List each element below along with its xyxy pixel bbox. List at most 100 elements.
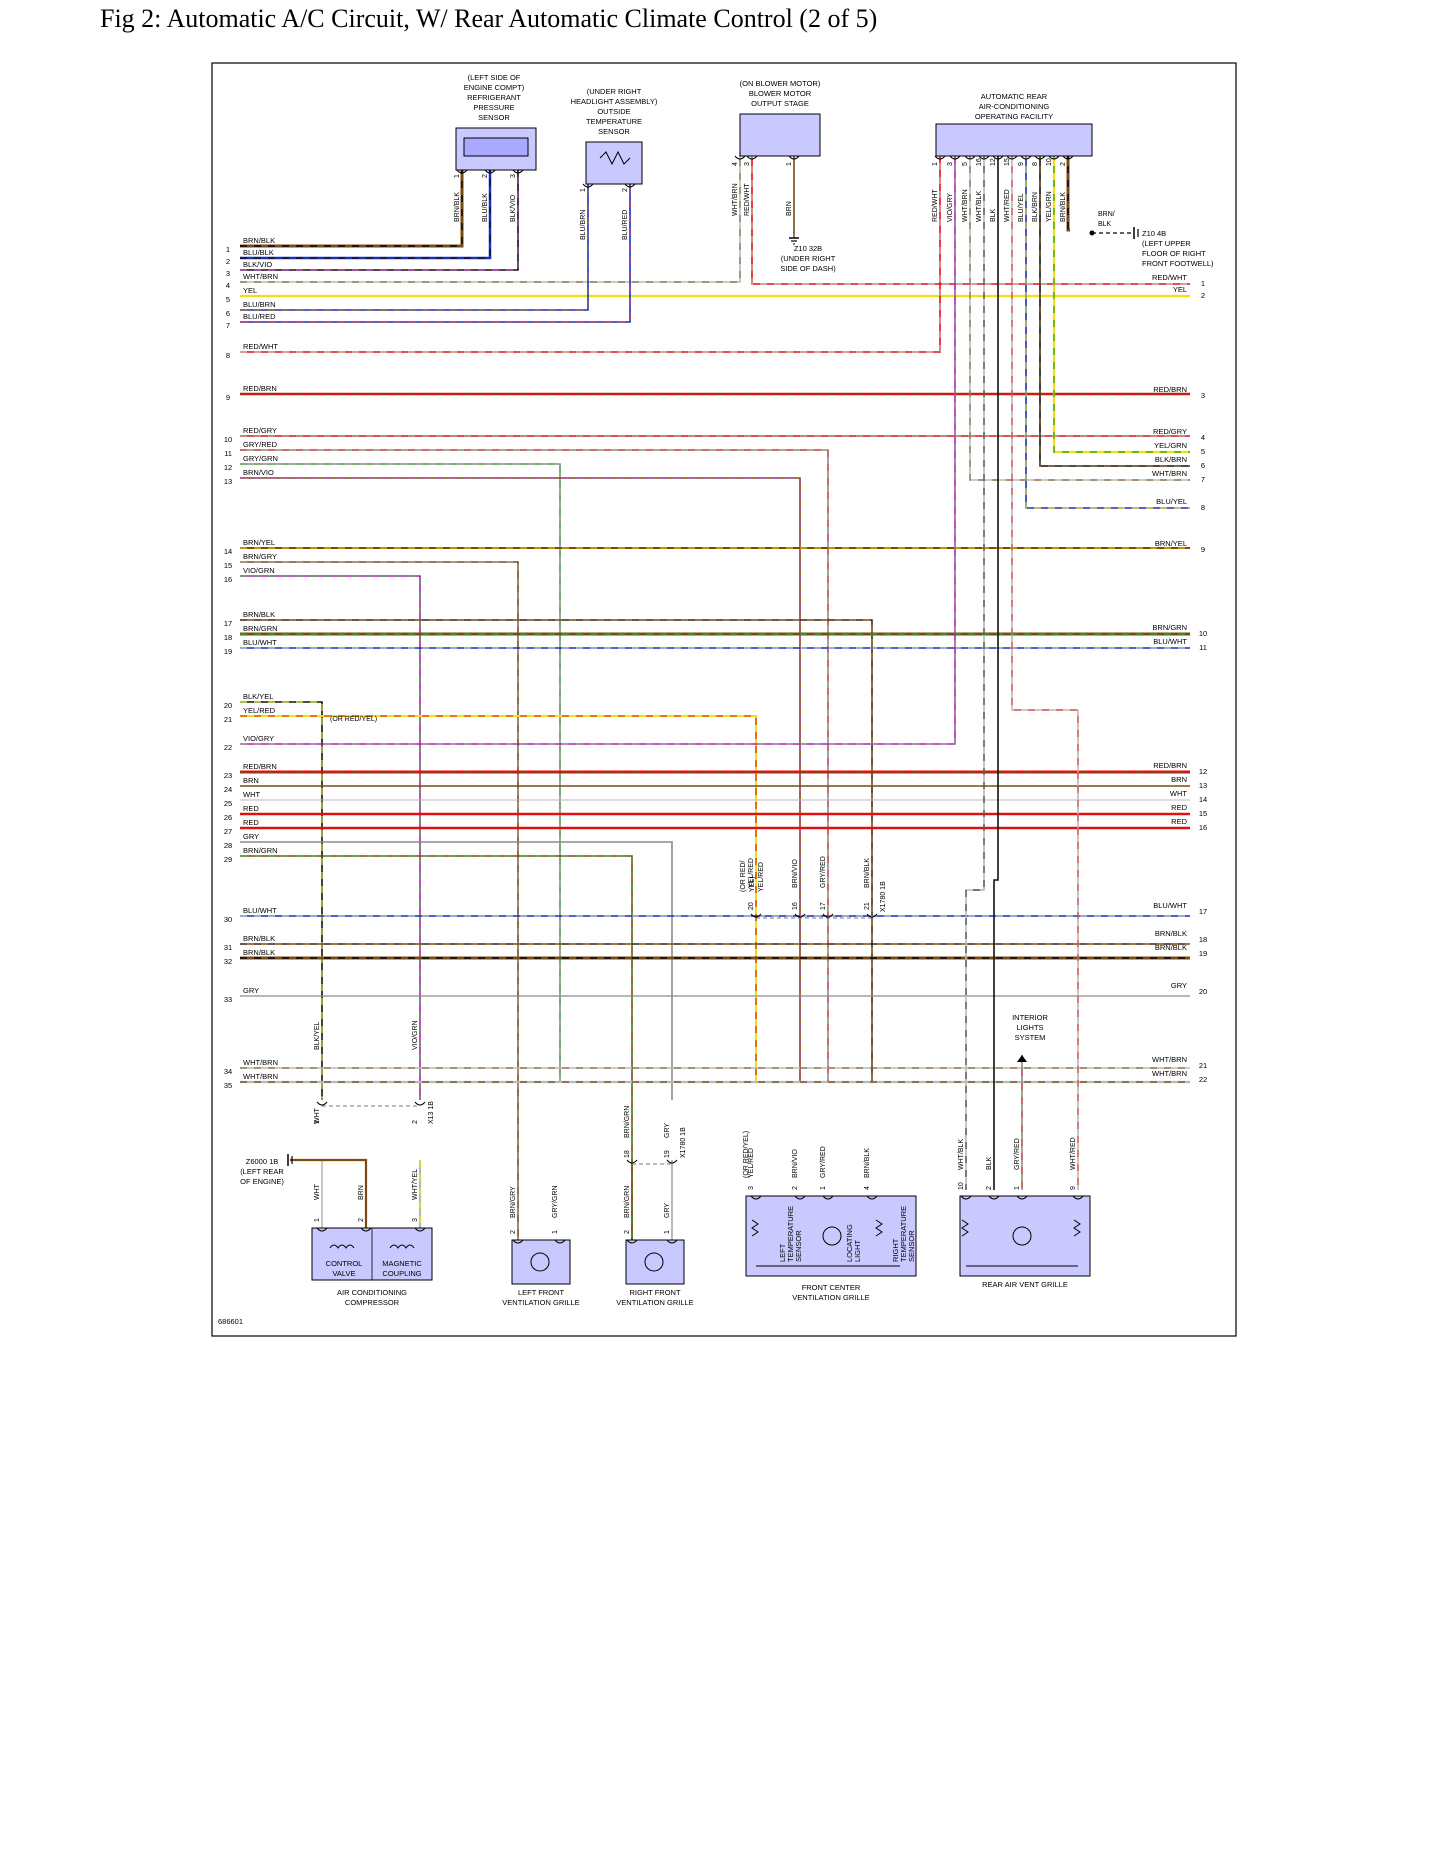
component-label: CONTROL	[326, 1259, 363, 1268]
pin-color: YEL/RED	[748, 1148, 755, 1178]
wire-color-label: YEL/GRN	[1154, 441, 1187, 450]
pin-color: BLU/BRN	[580, 210, 587, 240]
component-label: REFRIGERANT	[467, 93, 521, 102]
component-label: OF ENGINE)	[240, 1177, 284, 1186]
wire-number: 19	[1199, 949, 1207, 958]
wire	[240, 477, 801, 1082]
connector-pin	[960, 1195, 972, 1200]
wire	[993, 152, 999, 1190]
wire-number: 14	[1199, 795, 1207, 804]
connector-pin	[1006, 155, 1018, 160]
component-label: PRESSURE	[473, 103, 514, 112]
wire-number: 9	[226, 393, 230, 402]
pin-number: 2	[482, 174, 489, 178]
wire-color-label: GRY	[243, 832, 259, 841]
wire-tracer	[1025, 152, 1190, 509]
thermistor-icon	[751, 1219, 759, 1237]
pin-number: 10	[1046, 158, 1053, 166]
connector-pin	[512, 169, 524, 174]
connector-pin	[1072, 1195, 1084, 1200]
component-label: BLOWER MOTOR	[749, 89, 812, 98]
pin-color: GRY	[664, 1203, 671, 1218]
wire-number: 18	[224, 633, 232, 642]
pin-color: YEL/GRN	[1046, 191, 1053, 222]
connector-pin	[626, 1159, 638, 1164]
wire-number: 10	[224, 435, 232, 444]
front-center-grille-body	[745, 1195, 917, 1277]
wire-color-label: YEL)	[749, 876, 756, 892]
diagram-title: Fig 2: Automatic A/C Circuit, W/ Rear Au…	[100, 4, 878, 33]
wire-number: 4	[1201, 433, 1205, 442]
wire-color-label: BLU/BRN	[243, 300, 276, 309]
component-label: VALVE	[332, 1269, 355, 1278]
pin-color: GRY/RED	[1014, 1138, 1021, 1170]
component-label: FRONT FOOTWELL)	[1142, 259, 1214, 268]
wire-tracer	[1039, 152, 1190, 467]
wire-number: 21	[224, 715, 232, 724]
pin-color: BRN/GRN	[624, 1106, 631, 1138]
pin-number: 9	[1018, 162, 1025, 166]
connector-pin	[1034, 155, 1046, 160]
pin-color: BRN	[786, 201, 793, 216]
component-label: (ON BLOWER MOTOR)	[740, 79, 821, 88]
component-label: (UNDER RIGHT	[587, 87, 642, 96]
wire	[240, 158, 492, 260]
right-front-grille-body	[625, 1239, 685, 1285]
pin-color: WHT/RED	[1070, 1137, 1077, 1170]
pin-color: WHT/BRN	[732, 183, 739, 216]
pin-color: BRN/BLK	[454, 192, 461, 222]
wire-color-label: RED/GRY	[243, 426, 277, 435]
component-label: TEMPERATURE	[899, 1206, 908, 1262]
component-label: ENGINE COMPT)	[464, 83, 525, 92]
pin-number: 15	[1004, 158, 1011, 166]
wire-tracer	[240, 158, 519, 271]
connector-pin	[512, 1239, 524, 1244]
connector-pin	[746, 155, 758, 160]
pin-color: RED/WHT	[932, 189, 939, 222]
wire-number: 18	[1199, 935, 1207, 944]
wire-tracer	[1011, 152, 1079, 1190]
pin-color: RED/WHT	[744, 183, 751, 216]
wire-color-label: BRN/GRN	[243, 624, 278, 633]
wire-tracer	[240, 449, 829, 1082]
pressure-sensor-element	[463, 137, 529, 157]
connector-pin	[1048, 155, 1060, 160]
pin-color: WHT/BLK	[976, 191, 983, 222]
wire-tracer	[240, 180, 631, 323]
wire-color-label: YEL	[1173, 285, 1187, 294]
wire-number: 26	[224, 813, 232, 822]
component-label: Z10 4B	[1142, 229, 1166, 238]
pin-number: 4	[864, 1186, 871, 1190]
wire-color-label: RED/BRN	[243, 384, 277, 393]
wire-number: 15	[224, 561, 232, 570]
connector-pin	[988, 1195, 1000, 1200]
thermistor-icon	[599, 150, 631, 166]
pin-color: BLK	[986, 1156, 993, 1170]
thermistor-icon	[875, 1219, 883, 1237]
wire-number: 12	[1199, 767, 1207, 776]
wire	[1066, 152, 1070, 232]
pin-number: 21	[864, 902, 871, 910]
wire	[240, 561, 519, 1248]
connector-pin	[992, 155, 1004, 160]
wire-color-label: RED/WHT	[243, 342, 278, 351]
wire-tracer	[240, 715, 757, 1082]
pin-color: BRN/VIO	[792, 1149, 799, 1178]
component-label: Z6000 1B	[246, 1157, 279, 1166]
wire-number: 6	[1201, 461, 1205, 470]
wire	[240, 152, 741, 283]
wire-number: 34	[224, 1067, 232, 1076]
wire-tracer	[240, 152, 956, 745]
wire-number: 19	[224, 647, 232, 656]
wire-color-label: BRN/YEL	[1155, 539, 1187, 548]
wire-color-label: GRY	[1171, 981, 1187, 990]
pin-number: 1	[580, 188, 587, 192]
wire-color-label: BRN/BLK	[243, 948, 275, 957]
wire-number: 2	[1201, 291, 1205, 300]
component-label: VENTILATION GRILLE	[792, 1293, 869, 1302]
wire-color-label: WHT/BRN	[1152, 1069, 1187, 1078]
connector-pin	[554, 1239, 566, 1244]
wire-tracer	[751, 152, 1190, 285]
pin-color: BRN/VIO	[792, 859, 799, 888]
wire-number: 3	[1201, 391, 1205, 400]
